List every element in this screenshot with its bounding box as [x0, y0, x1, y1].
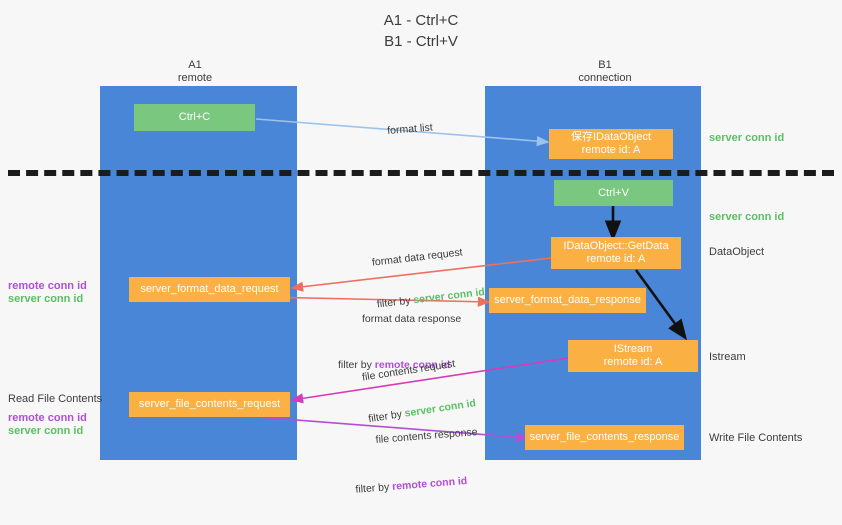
node-idataobject-getdata[interactable]: IDataObject::GetData remote id: A — [551, 237, 681, 269]
label-server-conn-id-mid: server conn id — [709, 211, 785, 223]
label-dataobject: DataObject — [709, 246, 765, 258]
phase-divider — [8, 170, 834, 176]
node-server-file-contents-response[interactable]: server_file_contents_response — [525, 425, 684, 450]
label-remote-conn-id-2: remote conn id — [8, 412, 87, 424]
label-server-conn-id-top: server conn id — [709, 132, 785, 144]
caption-format-data-response-filter: filter by remote conn id — [338, 354, 461, 372]
caption-format-data-response-text: format data response — [362, 313, 462, 325]
filter-prefix: filter by — [355, 480, 393, 496]
node-istream[interactable]: IStream remote id: A — [568, 340, 698, 372]
node-server-format-data-response[interactable]: server_format_data_response — [489, 288, 646, 313]
node-server-file-contents-request[interactable]: server_file_contents_request — [129, 392, 290, 417]
label-server-conn-id-2: server conn id — [8, 425, 84, 437]
label-server-conn-id-1: server conn id — [8, 293, 84, 305]
caption-file-contents-response: file contents response filter by remote … — [349, 397, 484, 525]
caption-file-contents-response-filter: filter by remote conn id — [354, 467, 481, 497]
column-header-a1: A1 remote — [177, 59, 213, 84]
caption-format-list: format list — [374, 107, 434, 153]
filter-value-remote-conn-id: remote conn id — [391, 474, 468, 493]
diagram-canvas: A1 - Ctrl+C B1 - Ctrl+V A1 remote B1 con… — [8, 12, 834, 496]
page-title: A1 - Ctrl+C B1 - Ctrl+V — [383, 12, 459, 50]
node-save-idataobject[interactable]: 保存IDataObject remote id: A — [549, 129, 673, 159]
label-istream: Istream — [709, 351, 746, 363]
node-ctrl-c[interactable]: Ctrl+C — [134, 104, 255, 131]
caption-file-contents-request-text: file contents request — [361, 357, 457, 384]
node-server-format-data-request[interactable]: server_format_data_request — [129, 277, 290, 302]
caption-file-contents-response-text: file contents response — [375, 426, 478, 446]
node-ctrl-v[interactable]: Ctrl+V — [554, 180, 673, 206]
label-read-file-contents: Read File Contents — [8, 393, 103, 405]
caption-format-data-request-text: format data request — [371, 246, 464, 269]
caption-format-list-text: format list — [386, 121, 434, 138]
label-write-file-contents: Write File Contents — [709, 432, 803, 444]
column-header-b1: B1 connection — [578, 59, 632, 84]
label-remote-conn-id-1: remote conn id — [8, 280, 87, 292]
filter-value-remote-conn-id: remote conn id — [374, 359, 451, 371]
caption-format-data-response: format data response filter by remote co… — [338, 284, 461, 400]
filter-prefix: filter by — [338, 359, 375, 371]
